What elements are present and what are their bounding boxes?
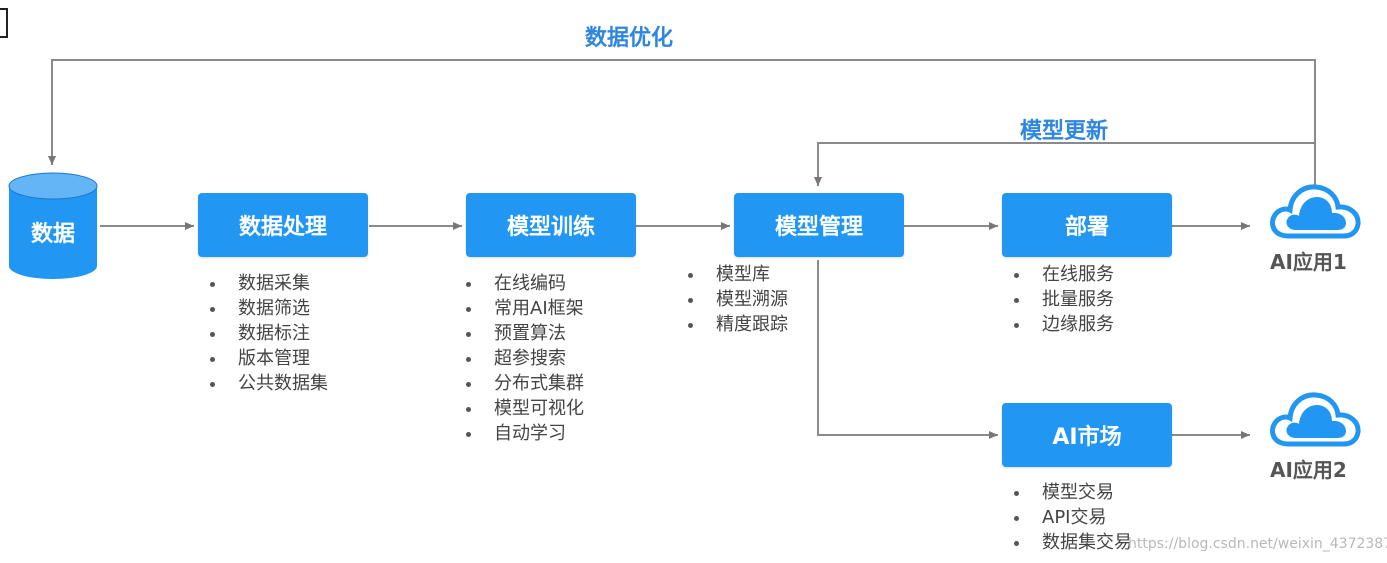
cloud-icon [1270, 184, 1361, 239]
list-item: 模型交易 [1008, 480, 1132, 505]
ai-market-list: 模型交易 API交易 数据集交易 [1008, 480, 1132, 555]
corner-fragment [0, 8, 8, 38]
stage-data-processing: 数据处理 [198, 193, 368, 257]
data-optimize-loop-line [48, 59, 1316, 195]
list-item: 边缘服务 [1008, 312, 1114, 337]
arrow-management-to-market [817, 260, 998, 439]
list-item: 模型库 [682, 262, 788, 287]
list-item: 数据筛选 [204, 296, 328, 321]
stage-ai-market: AI市场 [1002, 403, 1172, 467]
list-item: 数据集交易 [1008, 530, 1132, 555]
list-item: 精度跟踪 [682, 312, 788, 337]
stage-model-training: 模型训练 [466, 193, 636, 257]
watermark: https://blog.csdn.net/weixin_43723877 [1128, 536, 1387, 552]
data-store-label: 数据 [30, 222, 75, 247]
deploy-list: 在线服务 批量服务 边缘服务 [1008, 262, 1114, 337]
list-item: API交易 [1008, 505, 1132, 530]
list-item: 超参搜索 [460, 346, 584, 371]
model-update-loop-line [814, 142, 1316, 195]
data-optimize-label: 数据优化 [585, 26, 674, 51]
list-item: 数据采集 [204, 271, 328, 296]
model-training-list: 在线编码 常用AI框架 预置算法 超参搜索 分布式集群 模型可视化 自动学习 [460, 271, 584, 446]
stage-deploy: 部署 [1002, 193, 1172, 257]
data-processing-list: 数据采集 数据筛选 数据标注 版本管理 公共数据集 [204, 271, 328, 396]
list-item: 在线服务 [1008, 262, 1114, 287]
database-icon [8, 172, 98, 279]
list-item: 数据标注 [204, 321, 328, 346]
list-item: 模型溯源 [682, 287, 788, 312]
list-item: 模型可视化 [460, 396, 584, 421]
data-store: 数据 [8, 172, 98, 280]
cloud-icon [1270, 392, 1361, 447]
list-item: 批量服务 [1008, 287, 1114, 312]
list-item: 预置算法 [460, 321, 584, 346]
list-item: 自动学习 [460, 421, 584, 446]
model-update-label: 模型更新 [1020, 119, 1109, 144]
list-item: 分布式集群 [460, 371, 584, 396]
list-item: 版本管理 [204, 346, 328, 371]
ai-app-2-label: AI应用2 [1270, 458, 1347, 482]
list-item: 常用AI框架 [460, 296, 584, 321]
list-item: 在线编码 [460, 271, 584, 296]
model-management-list: 模型库 模型溯源 精度跟踪 [682, 262, 788, 337]
ai-app-1-label: AI应用1 [1270, 250, 1347, 274]
stage-model-management: 模型管理 [734, 193, 904, 257]
list-item: 公共数据集 [204, 371, 328, 396]
